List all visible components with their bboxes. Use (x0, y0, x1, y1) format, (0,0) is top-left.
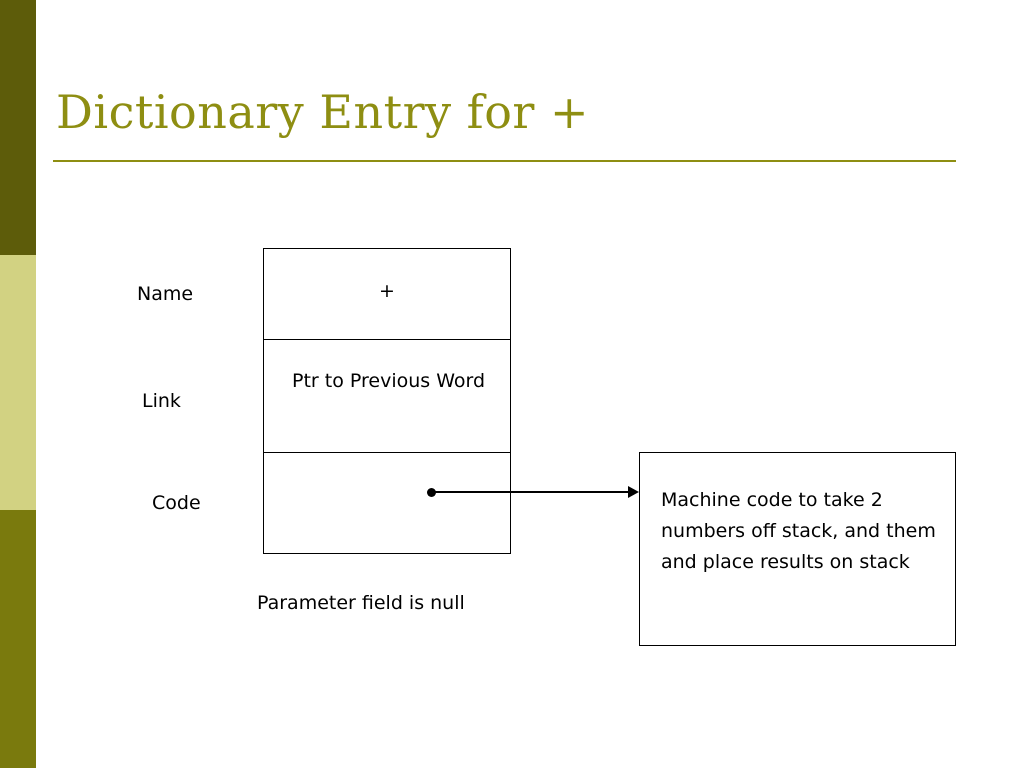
name-label: Name (137, 283, 194, 305)
side-bar-segment-bottom (0, 510, 36, 768)
pointer-origin-dot-icon (427, 488, 436, 497)
parameter-field-caption: Parameter field is null (257, 592, 465, 614)
side-bar-segment-middle (0, 255, 36, 510)
entry-cell-code (264, 453, 510, 553)
machine-code-box: Machine code to take 2 numbers off stack… (639, 452, 956, 646)
entry-cell-name: + (264, 249, 510, 340)
side-bar-segment-top (0, 0, 36, 255)
link-label: Link (142, 390, 181, 412)
title-underline (53, 160, 956, 162)
dictionary-entry-box: + Ptr to Previous Word (263, 248, 511, 554)
machine-code-text: Machine code to take 2 numbers off stack… (661, 489, 936, 573)
entry-link-value: Ptr to Previous Word (292, 370, 486, 392)
entry-cell-link: Ptr to Previous Word (264, 340, 510, 453)
code-label: Code (152, 492, 201, 514)
pointer-arrow-head-icon (628, 486, 639, 498)
page-title: Dictionary Entry for + (56, 85, 590, 139)
slide-side-bar (0, 0, 36, 768)
entry-name-value: + (379, 280, 395, 302)
pointer-arrow-line (432, 491, 637, 493)
